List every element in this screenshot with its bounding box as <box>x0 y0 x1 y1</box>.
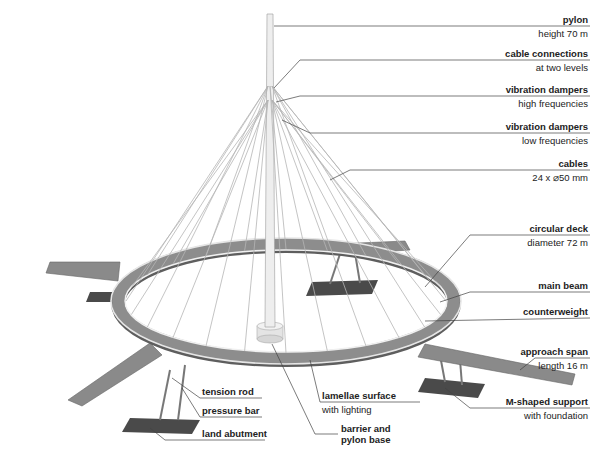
part-label: 24 x ⌀50 mm <box>532 172 588 183</box>
tension-rod <box>160 370 170 420</box>
leader-line <box>520 358 590 370</box>
part-label: lamellae surface <box>322 390 396 401</box>
leader-line <box>440 292 590 302</box>
cable <box>272 100 441 288</box>
part-label: circular deck <box>529 223 588 234</box>
pylon <box>265 14 275 327</box>
leader-line <box>272 344 338 434</box>
land-abutment <box>122 418 200 434</box>
cables <box>126 86 446 353</box>
part-label: with foundation <box>524 410 588 421</box>
cable <box>272 100 399 338</box>
pressure-bar <box>178 365 185 420</box>
leader-line <box>274 60 590 88</box>
part-label: barrier and pylon base <box>341 423 403 445</box>
part-label: land abutment <box>202 428 267 439</box>
cable <box>272 86 425 327</box>
leader-line <box>425 235 590 287</box>
cable <box>272 86 366 346</box>
approach-span <box>46 262 120 281</box>
part-label: counterweight <box>523 306 588 317</box>
cable <box>206 86 268 346</box>
cable <box>270 86 286 249</box>
leader-line <box>282 120 590 133</box>
deck-surface <box>118 244 454 358</box>
cable <box>245 100 268 251</box>
part-label: main beam <box>538 280 588 291</box>
cable <box>272 86 366 256</box>
part-label: M-shaped support <box>506 396 588 407</box>
leader-line <box>445 388 590 408</box>
cable <box>173 100 268 338</box>
leader-line <box>425 318 590 321</box>
support-slab <box>418 378 485 398</box>
cable <box>245 100 268 351</box>
leader-line <box>274 26 590 27</box>
approach-spans <box>46 241 575 406</box>
leader-line <box>310 360 420 402</box>
cable <box>272 100 399 264</box>
cable <box>272 100 327 351</box>
cable <box>272 100 327 251</box>
part-label: cables <box>558 158 588 169</box>
cable <box>206 86 268 256</box>
cable <box>272 86 446 301</box>
cable <box>270 86 286 353</box>
part-label: height 70 m <box>538 28 588 39</box>
part-label: cable connections <box>505 48 588 59</box>
cable <box>147 86 268 275</box>
leader-lines <box>150 26 590 440</box>
part-label: with lighting <box>322 404 372 415</box>
part-label: pressure bar <box>202 405 260 416</box>
cable <box>131 100 268 315</box>
cable <box>272 86 425 275</box>
cable <box>126 86 268 301</box>
part-label: high frequencies <box>518 98 588 109</box>
part-label: at two levels <box>536 62 588 73</box>
part-label: vibration dampers <box>506 84 588 95</box>
part-label: diameter 72 m <box>527 237 588 248</box>
part-label: length 16 m <box>538 360 588 371</box>
support-slab <box>306 280 378 296</box>
approach-span <box>68 343 162 406</box>
part-label: pylon <box>563 14 588 25</box>
part-label: tension rod <box>202 386 254 397</box>
part-label: low frequencies <box>522 135 588 146</box>
cable <box>147 86 268 327</box>
part-label: approach span <box>520 346 588 357</box>
pylon-base <box>257 335 283 343</box>
leader-line <box>172 378 262 398</box>
cable <box>272 100 441 315</box>
part-label: vibration dampers <box>506 121 588 132</box>
